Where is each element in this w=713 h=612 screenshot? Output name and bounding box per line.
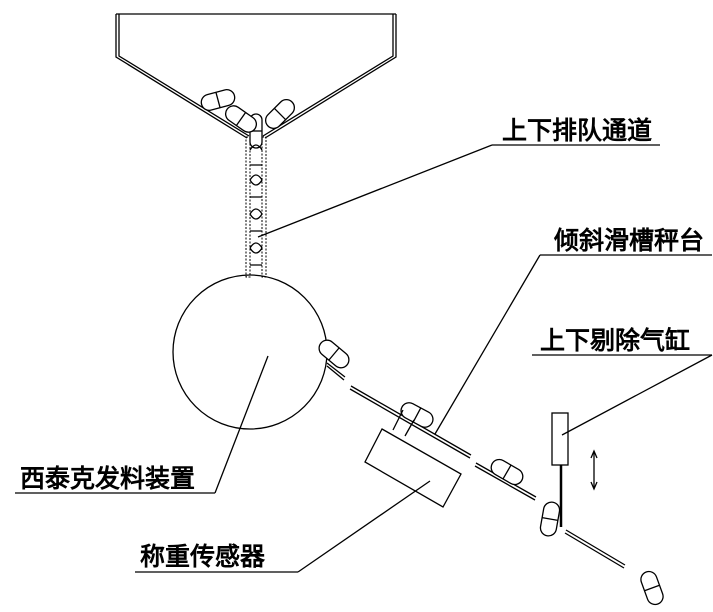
svg-text:称重传感器: 称重传感器 — [140, 542, 266, 571]
svg-text:上下剔除气缸: 上下剔除气缸 — [540, 326, 690, 355]
label-reject-cylinder: 上下剔除气缸 — [532, 326, 713, 436]
label-inclined-chute-scale: 倾斜滑槽秤台 — [434, 226, 712, 435]
label-queue-channel: 上下排队通道 — [257, 116, 660, 238]
feeder-disc — [172, 274, 328, 430]
label-feeder: 西泰克发料装置 — [15, 355, 269, 494]
label-load-cell: 称重传感器 — [135, 480, 431, 573]
queue-channel-tube — [245, 113, 267, 278]
capsule — [315, 336, 353, 372]
capsule — [538, 500, 562, 538]
capsule — [261, 95, 299, 133]
hopper — [115, 13, 397, 139]
load-cell — [364, 409, 462, 508]
up-down-arrow-icon — [590, 449, 598, 491]
capsule — [638, 568, 666, 608]
svg-text:倾斜滑槽秤台: 倾斜滑槽秤台 — [553, 226, 704, 255]
reject-cylinder — [551, 412, 569, 527]
svg-text:上下排队通道: 上下排队通道 — [502, 116, 652, 145]
capsule — [487, 455, 527, 489]
capsule — [397, 399, 437, 431]
svg-text:西泰克发料装置: 西泰克发料装置 — [20, 464, 195, 493]
